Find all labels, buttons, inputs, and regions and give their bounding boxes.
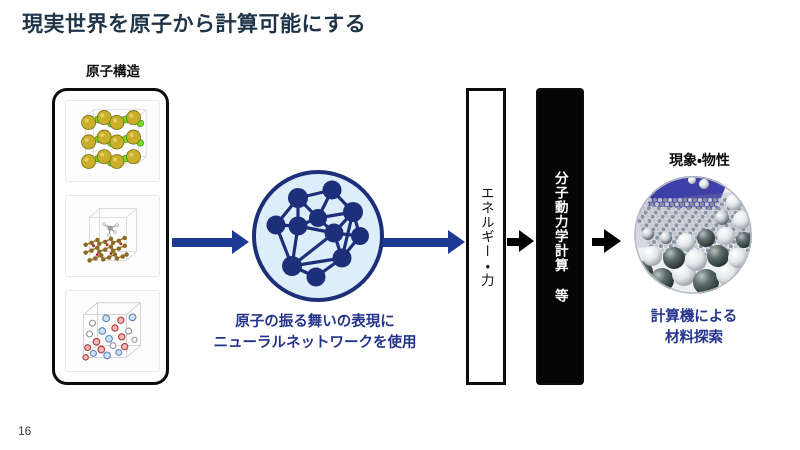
molecular-simulation-icon xyxy=(634,176,752,294)
atomic-structure-label: 原子構造 xyxy=(86,64,140,79)
arrow-md-to-result xyxy=(592,238,608,246)
arrow-structure-to-network-head xyxy=(232,230,249,254)
neural-network-graph-icon xyxy=(252,170,384,302)
atomic-structure-panel xyxy=(52,88,169,385)
structure-card-gold-green-lattice xyxy=(65,100,160,182)
nn-caption-line2: ニューラルネットワークを使用 xyxy=(213,335,417,352)
arrow-structure-to-network xyxy=(172,238,234,247)
result-caption-line2: 材料探索 xyxy=(665,330,723,347)
arrow-network-to-energy-head xyxy=(448,230,465,254)
phenomena-properties-label: 現象・物性 xyxy=(669,152,730,168)
mixed-oxide-cell-icon xyxy=(82,302,141,361)
arrow-energy-to-md xyxy=(507,238,523,246)
structure-card-mixed-oxide-cell xyxy=(65,290,160,372)
page-number: 16 xyxy=(18,424,32,438)
gold-green-lattice-icon xyxy=(81,109,147,169)
result-caption-line1: 計算機による xyxy=(650,309,738,325)
energy-force-label: エネルギー・力 xyxy=(478,185,494,288)
molecular-dynamics-box: 分子動力学計算 等 xyxy=(536,88,584,385)
structure-card-molecule-on-surface xyxy=(65,195,160,277)
neural-network-caption: 原子の振る舞いの表現に ニューラルネットワークを使用 xyxy=(186,312,444,354)
arrow-md-to-result-head xyxy=(604,229,621,253)
energy-force-box: エネルギー・力 xyxy=(466,88,506,385)
result-caption: 計算機による 材料探索 xyxy=(604,307,784,349)
arrow-energy-to-md-head xyxy=(519,230,534,252)
page-title: 現実世界を原子から計算可能にする xyxy=(22,13,367,36)
nn-caption-line1: 原子の振る舞いの表現に xyxy=(235,314,395,330)
molecular-dynamics-label: 分子動力学計算 等 xyxy=(552,170,568,303)
molecular-simulation-circle-image xyxy=(634,176,752,294)
molecule-on-surface-icon xyxy=(83,208,137,263)
arrow-network-to-energy xyxy=(383,238,451,247)
